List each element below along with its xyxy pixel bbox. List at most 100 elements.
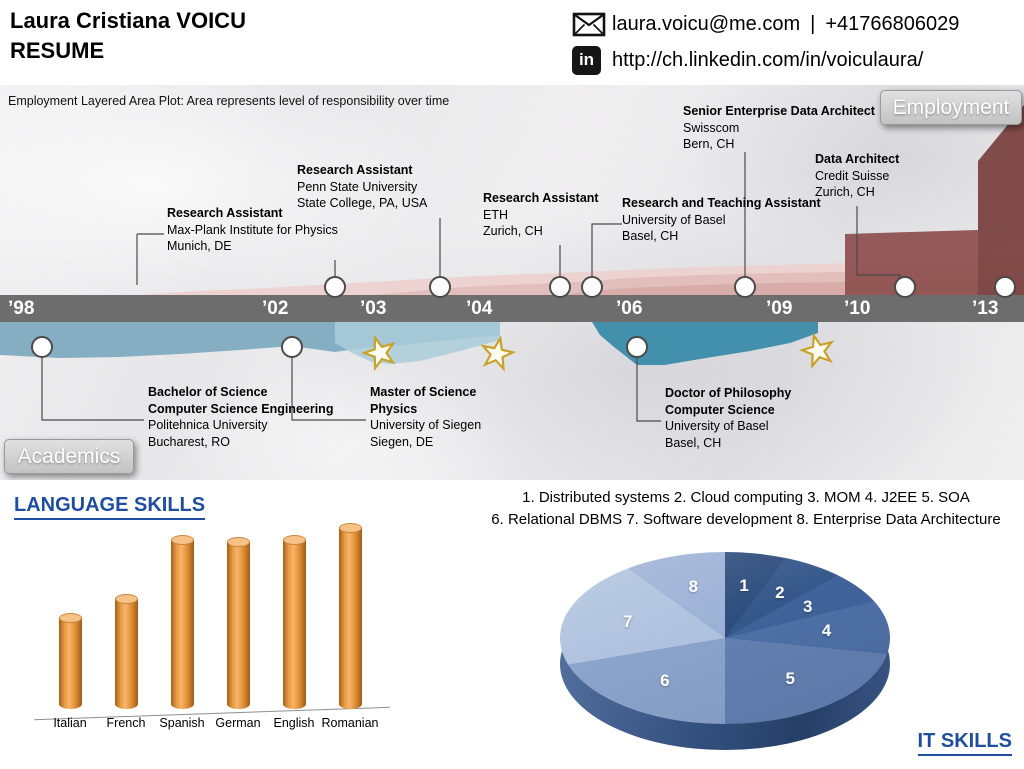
bar-top-cap bbox=[170, 535, 194, 545]
year-label-10: ’10 bbox=[844, 298, 871, 319]
job-title: Research and Teaching Assistant bbox=[622, 196, 821, 210]
language-column-spanish: Spanish bbox=[154, 520, 210, 732]
pie-slice-label-4: 4 bbox=[821, 621, 832, 641]
linkedin-icon: in bbox=[572, 45, 601, 75]
language-label: German bbox=[215, 716, 261, 730]
language-column-italian: Italian bbox=[42, 520, 98, 732]
field: Computer Science Engineering bbox=[148, 401, 334, 416]
job-org: ETH bbox=[483, 207, 508, 222]
skills-section: LANGUAGE SKILLS 1. Distributed systems 2… bbox=[0, 480, 1024, 769]
academics-area-phd bbox=[592, 322, 818, 365]
language-label: French bbox=[106, 716, 146, 730]
timeline-marker bbox=[994, 276, 1016, 298]
job-location: State College, PA, USA bbox=[297, 196, 428, 210]
envelope-icon bbox=[572, 12, 612, 37]
language-bar-french bbox=[114, 594, 138, 709]
header: Laura Cristiana VOICU RESUME laura.voicu… bbox=[0, 0, 1024, 85]
bar-top-cap bbox=[58, 613, 82, 623]
pie-slice-label-1: 1 bbox=[739, 575, 749, 595]
employment-section-label: Employment bbox=[880, 90, 1022, 125]
year-label-06: ’06 bbox=[616, 298, 643, 319]
timeline-marker bbox=[626, 336, 648, 358]
year-label-03: ’03 bbox=[360, 298, 387, 319]
contact-email[interactable]: laura.voicu@me.com bbox=[612, 12, 801, 35]
job-location: Munich, DE bbox=[167, 239, 232, 253]
timeline-marker bbox=[324, 276, 346, 298]
year-label-09: ’09 bbox=[766, 298, 793, 319]
star-icon bbox=[360, 334, 396, 372]
name-block: Laura Cristiana VOICU RESUME bbox=[10, 6, 246, 66]
field: Physics bbox=[370, 401, 418, 416]
bar-top-cap bbox=[338, 523, 362, 533]
job-title: Research Assistant bbox=[167, 206, 283, 220]
language-bar-italian bbox=[58, 613, 82, 709]
job-org: Credit Suisse bbox=[815, 168, 890, 183]
linkedin-row: in http://ch.linkedin.com/in/voiculaura/ bbox=[572, 42, 959, 78]
job-org: Max-Plank Institute for Physics bbox=[167, 222, 338, 237]
employment-area-credit-suisse bbox=[845, 230, 978, 295]
timeline-axis-bar bbox=[0, 295, 1024, 322]
pie-slice-label-7: 7 bbox=[622, 611, 633, 631]
language-skills-title-text: LANGUAGE SKILLS bbox=[14, 494, 206, 520]
job-title: Data Architect bbox=[815, 152, 900, 166]
academic-annotation-bachelor: Bachelor of Science Computer Science Eng… bbox=[148, 384, 333, 450]
language-label: English bbox=[273, 716, 315, 730]
pie-slice-label-2: 2 bbox=[775, 582, 785, 602]
career-timeline: Employment Layered Area Plot: Area repre… bbox=[0, 85, 1024, 480]
job-title: Research Assistant bbox=[483, 191, 599, 205]
language-label: Italian bbox=[53, 716, 87, 730]
contact-separator: | bbox=[810, 12, 816, 35]
contact-block: laura.voicu@me.com | +41766806029 in htt… bbox=[572, 6, 959, 78]
school-location: Bucharest, RO bbox=[148, 434, 230, 449]
document-title: RESUME bbox=[10, 38, 105, 63]
job-org: Penn State University bbox=[297, 179, 418, 194]
language-label: Romanian bbox=[321, 716, 379, 730]
job-title: Research Assistant bbox=[297, 163, 413, 177]
year-label-02: ’02 bbox=[262, 298, 289, 319]
academic-annotation-master: Master of Science Physics University of … bbox=[370, 384, 481, 450]
contact-phone: +41766806029 bbox=[825, 12, 960, 35]
it-skills-title-text: IT SKILLS bbox=[917, 730, 1012, 756]
employment-area-swisscom bbox=[978, 105, 1024, 295]
timeline-marker bbox=[894, 276, 916, 298]
job-location: Zurich, CH bbox=[483, 224, 543, 238]
degree: Bachelor of Science bbox=[148, 385, 268, 399]
annotation-connectors bbox=[41, 152, 901, 422]
academics-area-master bbox=[335, 322, 500, 364]
year-label-04: ’04 bbox=[466, 298, 493, 319]
person-name: Laura Cristiana VOICU bbox=[10, 8, 246, 33]
timeline-marker bbox=[31, 336, 53, 358]
job-org: Swisscom bbox=[683, 120, 740, 135]
employment-markers bbox=[324, 276, 1016, 298]
employment-annotation-eth: Research Assistant ETH Zurich, CH bbox=[483, 190, 599, 240]
bar-top-cap bbox=[282, 535, 306, 545]
school: University of Siegen bbox=[370, 418, 482, 432]
school: Politehnica University bbox=[148, 418, 268, 432]
language-bar-german bbox=[226, 537, 250, 709]
pie-slice-label-8: 8 bbox=[688, 577, 699, 597]
school: University of Basel bbox=[665, 419, 769, 433]
language-skills-title: LANGUAGE SKILLS bbox=[14, 494, 206, 520]
timeline-marker bbox=[429, 276, 451, 298]
linkedin-url[interactable]: http://ch.linkedin.com/in/voiculaura/ bbox=[612, 48, 924, 71]
email-row: laura.voicu@me.com | +41766806029 bbox=[572, 6, 959, 42]
year-label-13: ’13 bbox=[972, 298, 999, 319]
language-bar-spanish bbox=[170, 535, 194, 709]
it-skills-list: 1. Distributed systems 2. Cloud computin… bbox=[468, 487, 1024, 531]
language-column-german: German bbox=[210, 520, 266, 732]
job-location: Basel, CH bbox=[622, 229, 679, 243]
degree: Master of Science bbox=[370, 385, 477, 399]
employment-annotation-maxplank: Research Assistant Max-Plank Institute f… bbox=[167, 205, 338, 255]
language-column-romanian: Romanian bbox=[321, 520, 379, 732]
academics-section-label: Academics bbox=[4, 439, 134, 474]
degree: Doctor of Philosophy bbox=[665, 386, 792, 400]
bar-top-cap bbox=[114, 594, 138, 604]
timeline-marker bbox=[581, 276, 603, 298]
year-label-98: ’98 bbox=[8, 298, 35, 319]
it-skills-line2: 6. Relational DBMS 7. Software developme… bbox=[491, 511, 1001, 528]
star-icon bbox=[480, 335, 517, 372]
